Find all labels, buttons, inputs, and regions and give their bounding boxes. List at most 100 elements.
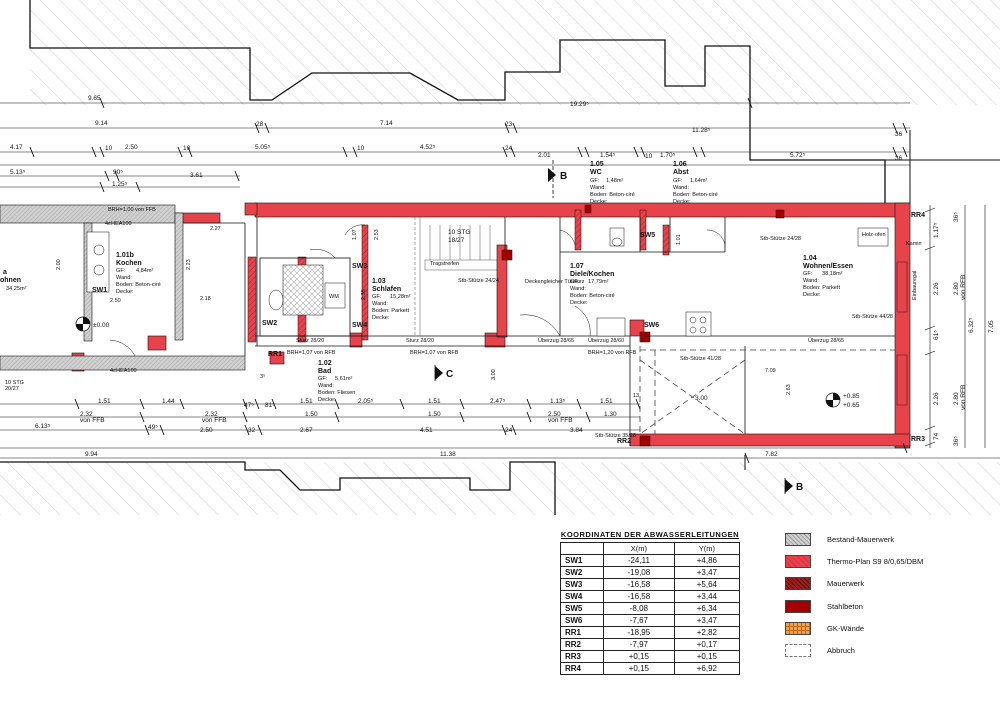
legend-swatch-thermo	[785, 554, 811, 568]
svg-text:GF:: GF:	[803, 271, 813, 277]
svg-text:Einbauregal: Einbauregal	[912, 271, 918, 300]
svg-text:3⁵: 3⁵	[260, 373, 265, 380]
table-row: SW5-8,08+6,34	[560, 602, 741, 615]
svg-text:2.32: 2.32	[205, 411, 218, 418]
svg-text:BRH=1,07 von RFB: BRH=1,07 von RFB	[410, 350, 459, 356]
row-x: +0,15	[603, 650, 675, 663]
svg-text:3.61: 3.61	[190, 172, 203, 179]
svg-text:Boden: Beton-ciré: Boden: Beton-ciré	[673, 192, 718, 198]
row-x: -7,97	[603, 638, 675, 651]
row-y: +6,34	[673, 602, 741, 615]
svg-text:Boden: Beton-ciré: Boden: Beton-ciré	[116, 282, 161, 288]
svg-text:10 STG: 10 STG	[5, 380, 24, 386]
row-id: RR1	[560, 626, 604, 639]
header-id	[560, 542, 604, 555]
svg-text:Kochen: Kochen	[116, 260, 142, 267]
dimension-text-bottom: 1.51 1.44 47⁵ 81⁵ 1.51 2.05⁵ 1.51 2.47⁵ …	[35, 395, 778, 458]
svg-text:1.17⁵: 1.17⁵	[933, 222, 940, 238]
pipe-tag-sw3: SW3	[352, 263, 367, 270]
svg-text:Decke:: Decke:	[318, 397, 336, 403]
svg-text:Wand:: Wand:	[116, 275, 132, 281]
legend-item-drywall: GK-Wände	[785, 622, 985, 636]
svg-text:Wand:: Wand:	[803, 278, 819, 284]
pipe-tag-sw2: SW2	[262, 320, 277, 327]
svg-text:24: 24	[505, 145, 513, 152]
svg-text:Decke:: Decke:	[372, 315, 390, 321]
coordinates-table: X(m) Y(m) SW1-24,11+4,86 SW2-19,08+3,47 …	[560, 542, 741, 675]
neighbor-outline	[29, 0, 886, 205]
svg-text:36: 36	[895, 131, 903, 138]
svg-text:Boden: Beton-ciré: Boden: Beton-ciré	[590, 192, 635, 198]
svg-text:von RFB: von RFB	[960, 385, 967, 410]
svg-text:5.05⁵: 5.05⁵	[255, 144, 271, 151]
svg-text:Decke:: Decke:	[570, 300, 588, 306]
svg-text:20/27: 20/27	[5, 386, 19, 392]
svg-text:1.07: 1.07	[570, 263, 584, 270]
header-x: X(m)	[603, 542, 675, 555]
row-id: SW4	[560, 590, 604, 603]
pipe-tag-rr1: RR1	[268, 351, 282, 358]
svg-text:1.01: 1.01	[676, 234, 682, 245]
svg-text:Sturz 28/20: Sturz 28/20	[296, 338, 324, 344]
row-id: SW6	[560, 614, 604, 627]
svg-text:Wand:: Wand:	[673, 185, 689, 191]
svg-text:4,84m²: 4,84m²	[136, 268, 154, 274]
row-y: +3,47	[673, 614, 741, 627]
svg-text:von FFB: von FFB	[80, 417, 105, 424]
svg-text:32: 32	[248, 427, 256, 434]
svg-text:90⁵: 90⁵	[113, 169, 123, 176]
table-row: RR3+0,15+0,15	[560, 650, 741, 663]
legend-label: Bestand-Mauerwerk	[827, 534, 895, 544]
svg-text:WC: WC	[590, 169, 602, 176]
row-x: -16,58	[603, 590, 675, 603]
svg-text:36⁵: 36⁵	[953, 436, 960, 446]
svg-text:5.13⁵: 5.13⁵	[10, 169, 26, 176]
svg-text:Decke:: Decke:	[590, 199, 608, 205]
svg-text:Deckengleicher Türsturz: Deckengleicher Türsturz	[525, 279, 585, 285]
row-y: +0,17	[673, 638, 741, 651]
svg-text:2.32: 2.32	[80, 411, 93, 418]
svg-text:Tragstreifen: Tragstreifen	[430, 261, 459, 267]
legend-swatch-concrete	[785, 599, 811, 613]
svg-text:38,18m²: 38,18m²	[822, 271, 843, 277]
legend-label: Stahlbeton	[827, 601, 863, 611]
table-row: SW4-16,58+3,44	[560, 590, 741, 603]
svg-text:Bad: Bad	[318, 368, 331, 375]
dimension-text-right: 36⁵ 1.17⁵ 2.26 2.80 von RFB 6.32⁵ 7.05 6…	[933, 212, 995, 446]
svg-text:BRH=1,07 von RFB: BRH=1,07 von RFB	[287, 350, 336, 356]
pipe-tag-sw4: SW4	[352, 322, 367, 329]
coordinates-panel: KOORDINATEN DER ABWASSERLEITUNGEN X(m) Y…	[560, 530, 741, 675]
svg-text:28: 28	[256, 121, 264, 128]
svg-text:Wand:: Wand:	[570, 286, 586, 292]
svg-text:1.04: 1.04	[803, 255, 817, 262]
demolition-lines	[639, 336, 895, 435]
row-id: RR2	[560, 638, 604, 651]
svg-text:2.50: 2.50	[125, 144, 138, 151]
svg-text:2.23: 2.23	[186, 259, 192, 270]
svg-text:Abst: Abst	[673, 169, 689, 176]
svg-text:1.54⁵: 1.54⁵	[600, 152, 616, 159]
svg-text:2.50: 2.50	[110, 298, 121, 304]
svg-text:6.13⁵: 6.13⁵	[35, 423, 51, 430]
bathroom-fixtures	[86, 227, 889, 337]
svg-text:2.05⁵: 2.05⁵	[358, 398, 374, 405]
svg-text:61⁵: 61⁵	[933, 330, 940, 340]
svg-text:9.94: 9.94	[85, 451, 98, 458]
pipe-tag-rr4: RR4	[911, 212, 925, 219]
svg-text:Wand:: Wand:	[318, 383, 334, 389]
dimension-ticks-top	[29, 97, 908, 193]
svg-text:B: B	[560, 171, 567, 182]
svg-text:49⁵: 49⁵	[148, 424, 158, 431]
svg-text:17,79m²: 17,79m²	[588, 279, 609, 285]
section-marker-c: C	[434, 365, 453, 381]
svg-text:47⁵: 47⁵	[244, 402, 254, 409]
room-1-06: 1.06 Abst GF: 1,64m² Wand: Boden: Beton-…	[673, 161, 718, 205]
dimension-lines-right	[924, 205, 986, 448]
svg-text:36⁵: 36⁵	[953, 212, 960, 222]
svg-text:BRH=1,00 von FFB: BRH=1,00 von FFB	[108, 207, 156, 213]
svg-text:a: a	[3, 269, 7, 276]
svg-text:Decke:: Decke:	[803, 292, 821, 298]
pipe-tag-sw1: SW1	[92, 287, 107, 294]
svg-text:Wand:: Wand:	[372, 301, 388, 307]
svg-text:2.80: 2.80	[953, 392, 960, 405]
